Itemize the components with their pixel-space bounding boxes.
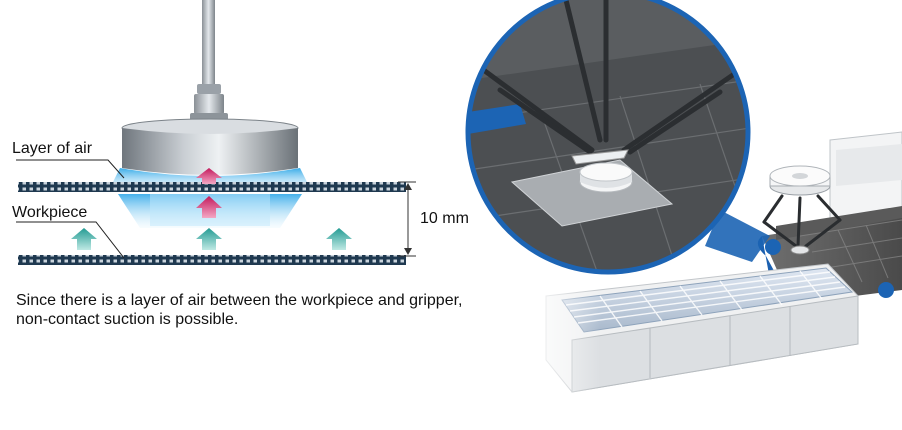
magnifier-ring	[465, 0, 751, 275]
caption-line-1: Since there is a layer of air between th…	[16, 292, 463, 309]
arrow-up-icon	[196, 228, 222, 250]
air-leader	[16, 159, 125, 179]
workpiece-strip	[18, 182, 406, 192]
caption-line-2: non-contact suction is possible.	[16, 311, 239, 328]
gap-dimension-label: 10 mm	[420, 210, 469, 227]
workpiece-label: Workpiece	[12, 204, 88, 221]
arrow-up-icon	[326, 228, 352, 250]
gripper-shaft	[202, 0, 215, 88]
callout-pointer	[705, 210, 770, 262]
arrow-up-icon	[71, 228, 97, 250]
small-delta-arms	[762, 194, 842, 248]
workpiece-leader	[16, 221, 125, 259]
magnifier-callout-icon	[468, 0, 748, 272]
air-layer-label: Layer of air	[12, 140, 93, 157]
caption: Since there is a layer of air between th…	[16, 291, 536, 329]
conveyor-roller	[765, 239, 781, 255]
arrow-up-icon	[196, 196, 222, 218]
base-strip	[18, 255, 406, 265]
gripper-disc	[122, 128, 298, 175]
arrow-up-icon	[196, 168, 222, 184]
